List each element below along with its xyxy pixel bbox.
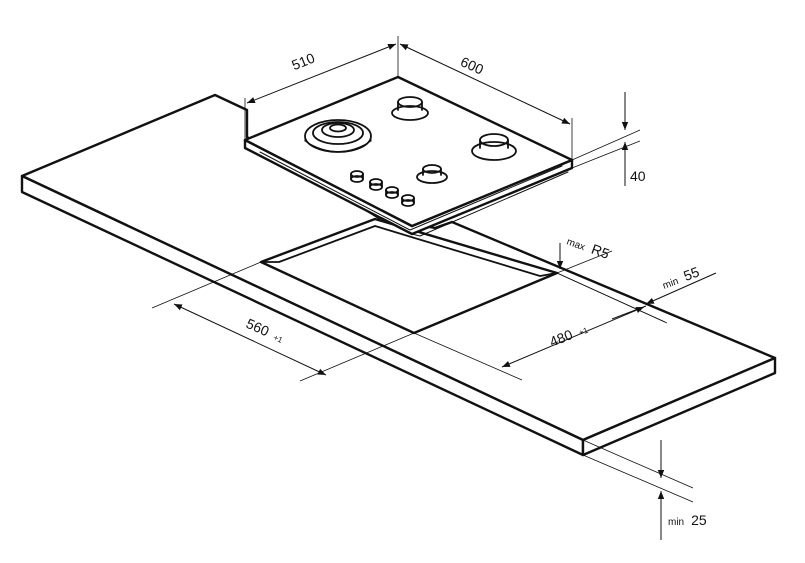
dim-label-r5: R5 bbox=[589, 241, 611, 262]
right-burner bbox=[471, 133, 517, 161]
worktop-right-edge bbox=[581, 356, 777, 457]
knob bbox=[401, 194, 415, 207]
knob bbox=[369, 178, 383, 191]
dim-hob-height: 40 bbox=[571, 92, 646, 186]
dim-label-560: 560 bbox=[244, 315, 272, 339]
dim-tol-480: +1 bbox=[578, 326, 590, 338]
knob bbox=[385, 186, 399, 199]
dim-cutout-width: 560 +1 bbox=[151, 261, 415, 382]
svg-text:min 25: min 25 bbox=[668, 512, 707, 529]
dim-label-55: 55 bbox=[681, 263, 701, 283]
knob bbox=[350, 170, 364, 183]
dim-corner-radius: max R5 bbox=[556, 232, 613, 274]
wok-burner bbox=[304, 119, 372, 153]
hob-underbody-bottom bbox=[411, 171, 569, 237]
hob-underbody bbox=[259, 151, 563, 231]
small-burner bbox=[416, 164, 448, 184]
control-knobs bbox=[350, 170, 415, 207]
cutout-inner-wall bbox=[260, 225, 558, 277]
dim-worktop-thickness: min 25 bbox=[582, 439, 707, 540]
dim-label-25: 25 bbox=[691, 512, 707, 528]
dim-tol-560: +1 bbox=[272, 333, 284, 345]
svg-text:min 55: min 55 bbox=[660, 263, 702, 292]
dim-label-510: 510 bbox=[289, 49, 317, 73]
dim-prefix-min-25: min bbox=[668, 517, 684, 528]
dim-label-40: 40 bbox=[630, 168, 646, 184]
dim-label-600: 600 bbox=[458, 53, 486, 77]
dim-prefix-min: min bbox=[661, 276, 680, 292]
svg-text:560 +1: 560 +1 bbox=[243, 315, 286, 347]
svg-text:max R5: max R5 bbox=[565, 232, 612, 263]
dim-prefix-max: max bbox=[565, 236, 587, 253]
